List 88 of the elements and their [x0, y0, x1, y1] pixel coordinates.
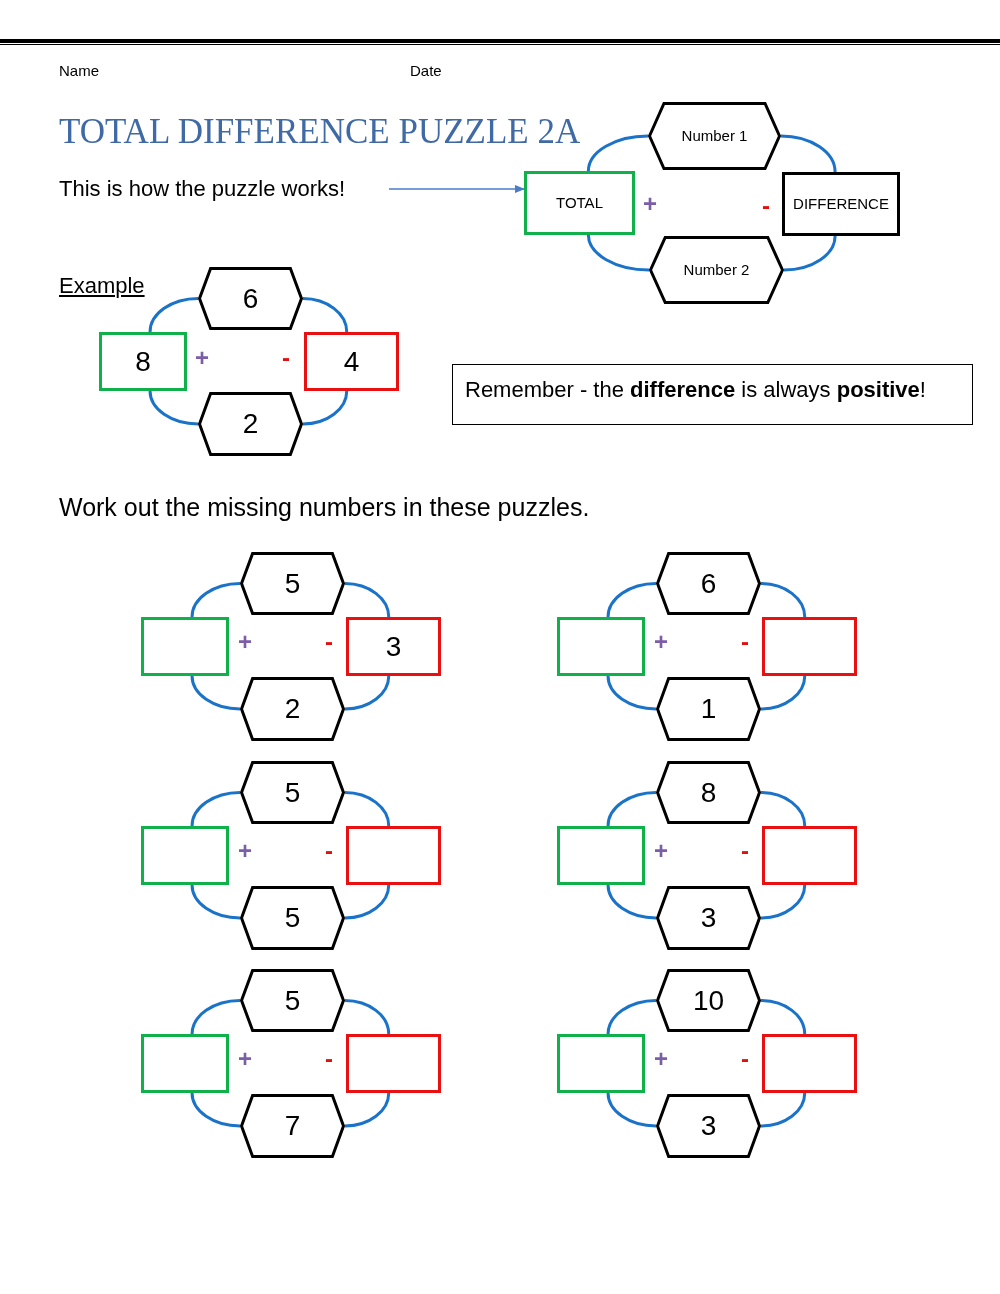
- connector-curve: [344, 999, 391, 1035]
- hexagon-box: 2: [240, 677, 345, 741]
- answer-box: [141, 826, 229, 885]
- hexagon-box: 5: [240, 969, 345, 1032]
- connector-curve: [760, 582, 807, 618]
- connector-curve: [783, 235, 837, 272]
- answer-box: [762, 617, 857, 676]
- minus-sign: -: [325, 1047, 333, 1071]
- answer-box: [141, 617, 229, 676]
- plus-sign: +: [654, 630, 668, 654]
- plus-sign: +: [654, 839, 668, 863]
- minus-sign: -: [282, 346, 290, 370]
- hexagon-box: 7: [240, 1094, 345, 1158]
- connector-curve: [606, 884, 657, 920]
- minus-sign: -: [762, 194, 770, 218]
- instruction-text: This is how the puzzle works!: [59, 172, 389, 206]
- instruction-text: Work out the missing numbers in these puzzles.: [59, 492, 590, 523]
- hexagon-box: 5: [240, 552, 345, 615]
- worksheet-title: TOTAL DIFFERENCE PUZZLE 2A: [59, 111, 581, 153]
- hexagon-box: 10: [656, 969, 761, 1032]
- connector-curve: [344, 582, 391, 618]
- connector-curve: [344, 675, 391, 711]
- plus-sign: +: [654, 1047, 668, 1071]
- total-box: 8: [99, 332, 187, 391]
- answer-box: [141, 1034, 229, 1093]
- minus-sign: -: [325, 630, 333, 654]
- minus-sign: -: [741, 839, 749, 863]
- answer-box: [557, 617, 645, 676]
- answer-box: [557, 826, 645, 885]
- connector-curve: [760, 1092, 807, 1128]
- minus-sign: -: [741, 1047, 749, 1071]
- connector-curve: [760, 675, 807, 711]
- connector-curve: [190, 999, 241, 1035]
- connector-curve: [190, 1092, 241, 1128]
- answer-box: [557, 1034, 645, 1093]
- field-label: Name: [59, 61, 99, 81]
- connector-curve: [190, 884, 241, 920]
- hexagon-box: 3: [656, 1094, 761, 1158]
- answer-box: [762, 1034, 857, 1093]
- connector-curve: [606, 1092, 657, 1128]
- connector-curve: [190, 791, 241, 827]
- connector-curve: [148, 390, 199, 426]
- connector-curve: [780, 134, 837, 173]
- connector-curve: [606, 999, 657, 1035]
- hexagon-box: 6: [198, 267, 303, 330]
- arrow: [388, 185, 525, 193]
- connector-curve: [190, 675, 241, 711]
- plus-sign: +: [238, 839, 252, 863]
- difference-box: 4: [304, 332, 399, 391]
- difference-box: 3: [346, 617, 441, 676]
- connector-curve: [302, 297, 349, 333]
- field-label: Date: [410, 61, 442, 81]
- connector-curve: [606, 791, 657, 827]
- minus-sign: -: [741, 630, 749, 654]
- answer-box: [762, 826, 857, 885]
- difference-box: DIFFERENCE: [782, 172, 900, 236]
- connector-curve: [760, 884, 807, 920]
- connector-curve: [606, 675, 657, 711]
- hexagon-box: 5: [240, 886, 345, 950]
- hexagon-box: 5: [240, 761, 345, 824]
- hexagon-box: Number 1: [648, 102, 781, 170]
- total-box: TOTAL: [524, 171, 635, 235]
- connector-curve: [344, 884, 391, 920]
- plus-sign: +: [238, 630, 252, 654]
- connector-curve: [190, 582, 241, 618]
- plus-sign: +: [643, 192, 657, 216]
- answer-box: [346, 826, 441, 885]
- connector-curve: [302, 390, 349, 426]
- hexagon-box: 1: [656, 677, 761, 741]
- connector-curve: [586, 234, 650, 272]
- plus-sign: +: [195, 346, 209, 370]
- minus-sign: -: [325, 839, 333, 863]
- connector-curve: [344, 1092, 391, 1128]
- connector-curve: [760, 999, 807, 1035]
- hexagon-box: 2: [198, 392, 303, 456]
- plus-sign: +: [238, 1047, 252, 1071]
- connector-curve: [606, 582, 657, 618]
- hexagon-box: 3: [656, 886, 761, 950]
- hexagon-box: 6: [656, 552, 761, 615]
- hexagon-box: 8: [656, 761, 761, 824]
- connector-curve: [344, 791, 391, 827]
- connector-curve: [586, 134, 649, 172]
- connector-curve: [148, 297, 199, 333]
- note-box: Remember - the difference is always positive!: [452, 364, 973, 425]
- hexagon-box: Number 2: [649, 236, 784, 304]
- section-heading: Example: [59, 272, 145, 300]
- connector-curve: [760, 791, 807, 827]
- answer-box: [346, 1034, 441, 1093]
